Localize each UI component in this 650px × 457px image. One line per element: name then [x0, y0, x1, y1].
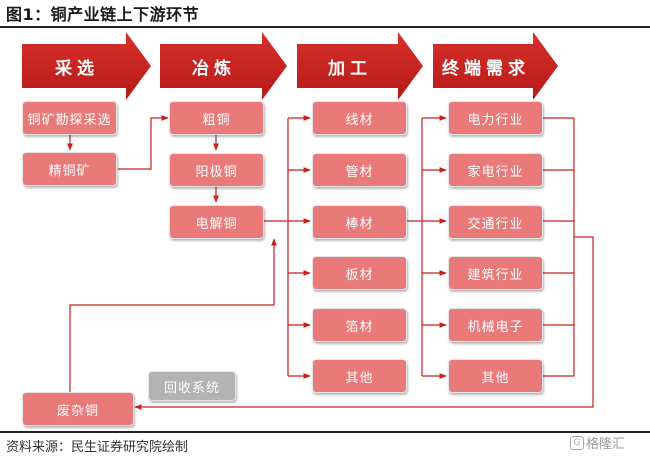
node-rod: 棒材 [312, 205, 407, 239]
node-anode-copper: 阳极铜 [169, 153, 264, 187]
stage-arrow-shape [433, 32, 558, 100]
node-plate: 板材 [312, 256, 407, 290]
watermark-logo-icon: G [570, 435, 584, 450]
node-processing-other: 其他 [312, 359, 407, 393]
connector [118, 115, 169, 170]
node-scrap-copper: 废杂铜 [22, 392, 134, 426]
node-copper-ore-mining: 铜矿勘探采选 [22, 101, 117, 135]
node-transport-industry: 交通行业 [448, 205, 543, 239]
stage-processing: 加工 [328, 58, 372, 79]
connector [69, 238, 277, 393]
node-foil: 箔材 [312, 308, 407, 342]
recycling-system-label: 回收系统 [148, 371, 236, 401]
node-construction-industry: 建筑行业 [448, 256, 543, 290]
watermark-text: 格隆汇 [586, 437, 626, 452]
watermark: G 格隆汇 [570, 433, 625, 452]
stage-arrow-shape [160, 32, 287, 100]
node-electrolytic-copper: 电解铜 [169, 205, 264, 239]
node-demand-other: 其他 [448, 359, 543, 393]
flow-connectors [67, 115, 594, 410]
node-machinery-electronics: 机械电子 [448, 308, 543, 342]
node-blister-copper: 粗铜 [169, 101, 264, 135]
stage-smelting: 冶炼 [192, 58, 236, 79]
node-appliance-industry: 家电行业 [448, 153, 543, 187]
bottom-rule [0, 431, 650, 433]
node-copper-concentrate: 精铜矿 [22, 152, 117, 186]
top-rule [0, 26, 650, 28]
figure-title: 图1：铜产业链上下游环节 [6, 5, 200, 24]
source-note: 资料来源：民生证券研究院绘制 [6, 440, 189, 455]
connector [134, 236, 594, 410]
node-power-industry: 电力行业 [448, 101, 543, 135]
stage-demand: 终端需求 [442, 58, 530, 79]
node-tube: 管材 [312, 153, 407, 187]
stage-mining: 采选 [55, 58, 99, 79]
stage-arrows [22, 32, 558, 100]
stage-arrow-shape [22, 32, 151, 100]
stage-arrow-shape [297, 32, 423, 100]
node-wire: 线材 [312, 101, 407, 135]
